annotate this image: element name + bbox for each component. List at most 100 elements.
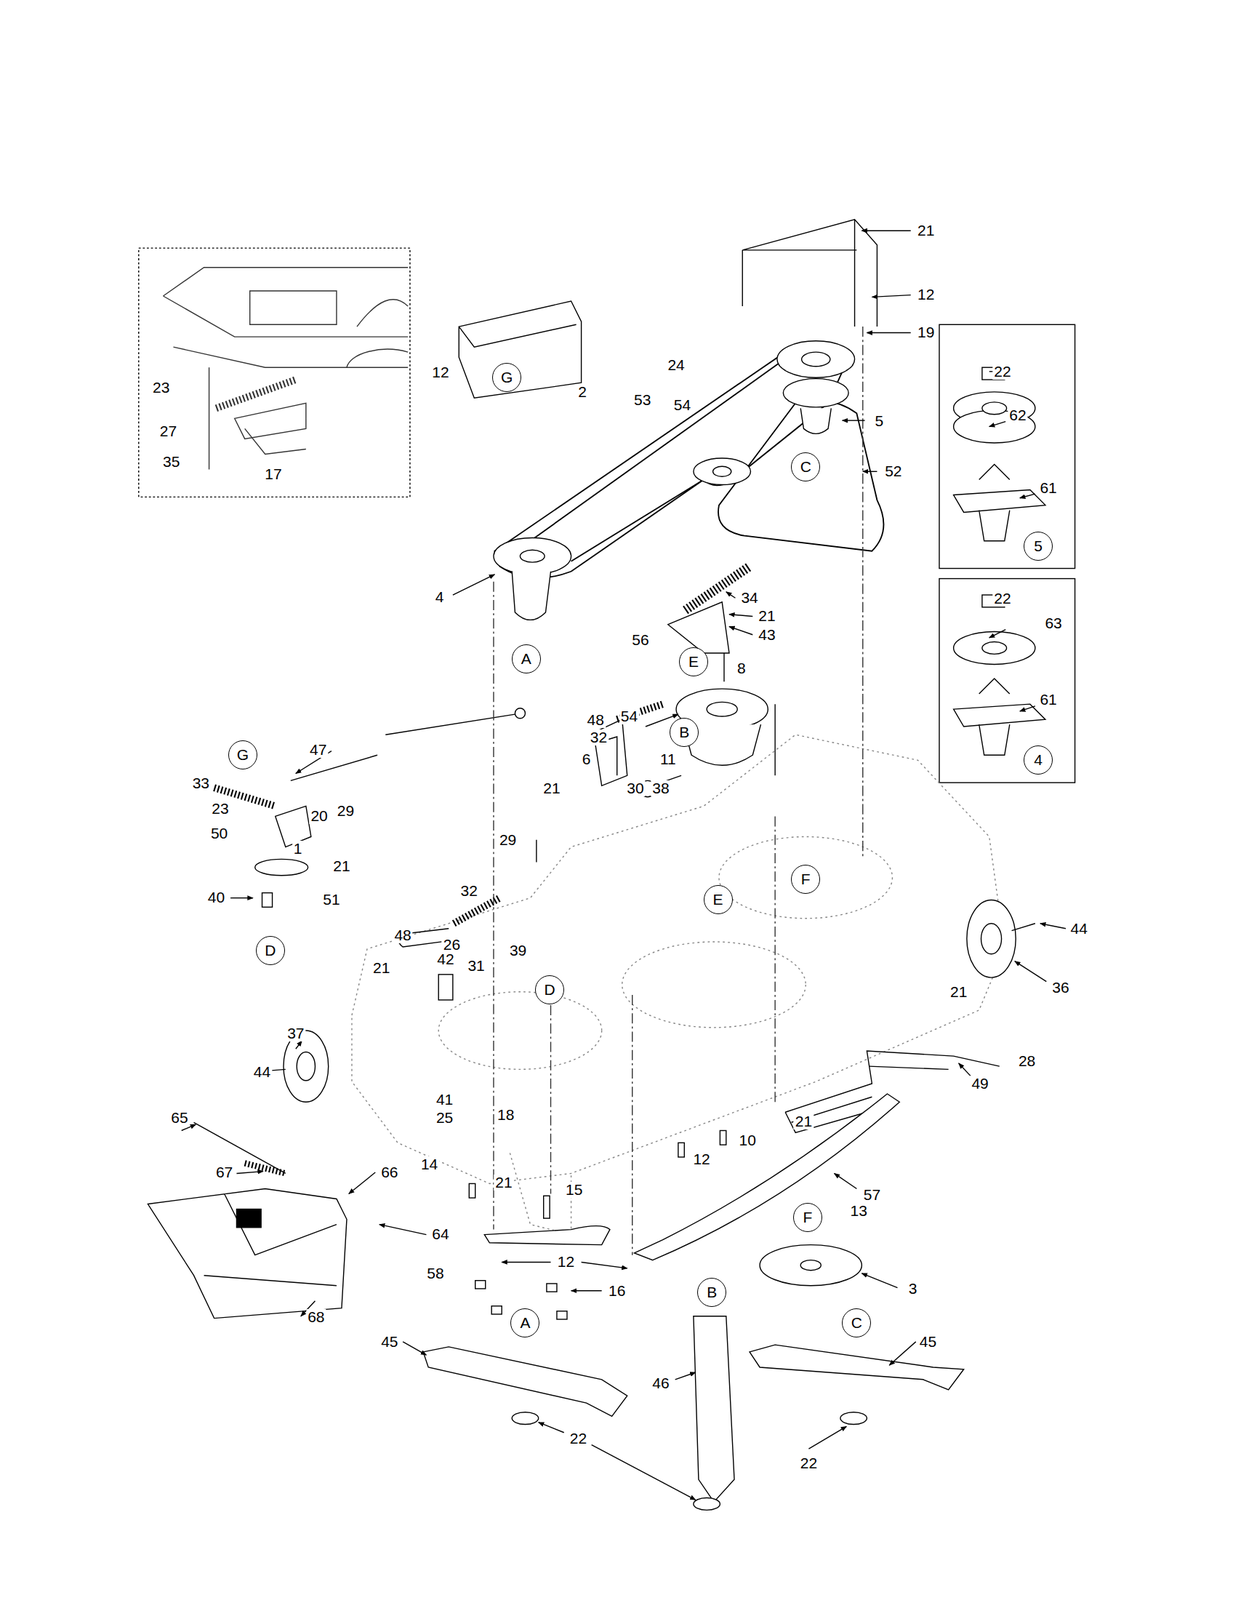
- reference-letter: B: [679, 724, 690, 741]
- callout-number: 31: [466, 957, 486, 974]
- callout-number: 63: [1043, 615, 1063, 632]
- reference-circle: F: [790, 864, 821, 894]
- reference-circle: D: [255, 935, 285, 965]
- callout-number: 1: [292, 840, 304, 857]
- callout-number: 12: [691, 1150, 712, 1167]
- callout-number: 62: [1007, 407, 1028, 424]
- callout-number: 58: [425, 1264, 445, 1281]
- callout-number: 65: [169, 1109, 190, 1126]
- callout-number: 16: [607, 1282, 627, 1299]
- callout-number: 8: [735, 660, 748, 677]
- callout-number: 22: [798, 1454, 819, 1471]
- callout-number: 22: [568, 1430, 589, 1447]
- callout-number: 6: [580, 750, 593, 767]
- reference-letter: E: [713, 891, 724, 908]
- reference-letter: E: [688, 653, 699, 670]
- lift-arm: [785, 1050, 1000, 1132]
- callout-number: 54: [619, 708, 640, 725]
- reference-circle: F: [793, 1202, 823, 1232]
- mower-deck: [351, 734, 1005, 1234]
- inset-frame: [138, 247, 411, 497]
- callout-number: 10: [737, 1131, 758, 1148]
- callout-number: 42: [435, 950, 456, 967]
- callout-number: 21: [916, 222, 936, 239]
- callout-number: 22: [992, 363, 1012, 380]
- reference-letter: D: [544, 981, 556, 998]
- callout-number: 61: [1038, 691, 1058, 708]
- callout-number: 61: [1038, 479, 1058, 496]
- callout-number: 21: [756, 607, 777, 624]
- reference-letter: F: [801, 870, 811, 887]
- callout-number: 48: [392, 926, 413, 943]
- reference-circle: B: [669, 717, 699, 747]
- reference-circle: G: [228, 740, 258, 770]
- reference-letter: F: [803, 1209, 813, 1226]
- callout-number: 53: [632, 391, 653, 408]
- callout-number: 67: [214, 1163, 235, 1180]
- callout-number: 17: [263, 466, 283, 483]
- callout-number: 22: [992, 590, 1012, 607]
- hardware: [214, 703, 776, 1106]
- spindle-assembly: [953, 367, 1046, 755]
- tractor-frame: [162, 267, 408, 470]
- callout-number: 37: [285, 1025, 306, 1042]
- reference-circle: 4: [1023, 745, 1053, 775]
- callout-number: 3: [907, 1280, 919, 1297]
- callout-number: 2: [576, 383, 589, 400]
- reference-letter: 4: [1033, 751, 1043, 768]
- callout-number: 15: [564, 1181, 584, 1198]
- callout-number: 27: [158, 423, 179, 440]
- callout-number: 32: [459, 882, 480, 899]
- callout-number: 12: [916, 286, 936, 303]
- callout-number: 21: [948, 983, 969, 1000]
- callout-number: 35: [161, 453, 182, 470]
- callout-number: 12: [556, 1253, 576, 1270]
- callout-number: 20: [308, 807, 329, 824]
- callout-number: 21: [541, 780, 562, 797]
- callout-number: 46: [650, 1374, 671, 1391]
- leader-line: [181, 230, 1066, 1500]
- callout-number: 52: [883, 463, 903, 480]
- pulley: [493, 340, 855, 766]
- callout-number: 44: [252, 1063, 272, 1080]
- gauge-wheel: [260, 899, 1036, 1102]
- reference-letter: C: [851, 1314, 863, 1331]
- reference-circle: A: [511, 644, 541, 674]
- callout-number: 56: [630, 631, 650, 648]
- callout-number: 57: [862, 1186, 882, 1203]
- callout-number: 34: [739, 589, 759, 606]
- callout-number: 21: [371, 959, 392, 976]
- callout-number: 45: [918, 1333, 938, 1350]
- baffle: [484, 1093, 900, 1286]
- callout-number: 21: [793, 1113, 814, 1130]
- reference-circle: 5: [1023, 531, 1053, 561]
- callout-number: 18: [495, 1106, 516, 1123]
- callout-number: 13: [848, 1202, 869, 1219]
- callout-number: 39: [508, 942, 528, 959]
- callout-number: 32: [588, 729, 609, 746]
- callout-number: 48: [585, 711, 606, 728]
- callout-number: 11: [658, 750, 678, 767]
- discharge-chute: [147, 1121, 347, 1318]
- callout-number: 14: [419, 1155, 440, 1172]
- inset-frame: [939, 578, 1076, 783]
- reference-circle: B: [697, 1277, 727, 1307]
- callout-number: 68: [306, 1308, 326, 1325]
- callout-number: 43: [756, 626, 777, 643]
- callout-number: 64: [430, 1225, 451, 1242]
- bolt: [468, 1130, 727, 1320]
- callout-number: 29: [497, 831, 518, 848]
- reference-letter: A: [521, 650, 532, 667]
- callout-number: 38: [650, 780, 671, 797]
- callout-number: 19: [916, 324, 936, 341]
- callout-number: 44: [1068, 920, 1089, 937]
- reference-letter: 5: [1033, 537, 1043, 554]
- reference-circle: E: [703, 884, 733, 914]
- callout-number: 50: [209, 825, 230, 842]
- callout-number: 12: [430, 364, 451, 381]
- reference-letter: A: [519, 1314, 530, 1331]
- callout-number: 41: [434, 1091, 455, 1108]
- reference-circle: D: [535, 974, 565, 1004]
